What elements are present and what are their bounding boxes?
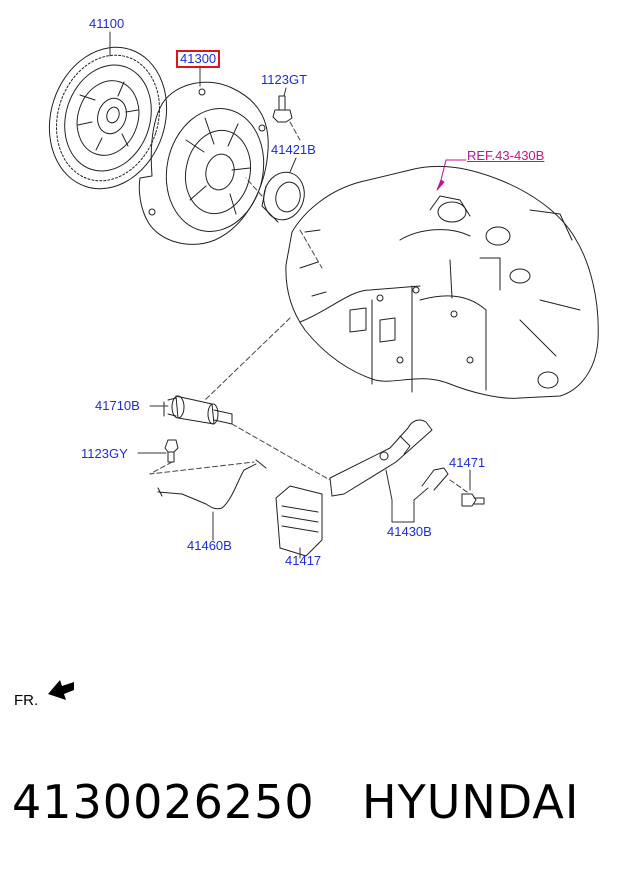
pivot-bolt-part [461,493,485,507]
brand-name: HYUNDAI [362,775,580,829]
front-direction-arrow-icon [48,680,74,700]
clutch-disc-part [48,46,168,190]
callout-41710b: 41710B [95,398,140,413]
ref-leader-line [439,159,467,185]
pressure-plate-part [138,81,269,245]
callout-leader-lines [109,31,471,559]
slave-cylinder-part [163,395,233,425]
release-fork-part [329,419,433,497]
spring-clip-part [421,467,449,491]
callout-1123gt: 1123GT [261,72,308,87]
clutch-hose-part [157,459,267,510]
reference-43-430b: REF.43-430B [467,148,545,163]
callout-41471: 41471 [449,455,486,470]
assembly-guide-lines [149,121,471,495]
callout-41460b: 41460B [187,538,232,553]
callout-1123gy: 1123GY [81,446,128,461]
release-bearing-part [261,171,305,223]
callout-41421b: 41421B [271,142,316,157]
bolt-1123gt-part [272,95,293,123]
bolt-1123gy-part [164,439,179,463]
callout-41100: 41100 [89,16,125,31]
dust-boot-part [275,485,323,557]
transmission-housing-part [285,165,599,399]
callout-41430b: 41430B [387,524,432,539]
front-direction-label: FR. [14,692,39,709]
callout-41300-highlighted: 41300 [176,50,221,68]
callout-41417: 41417 [285,553,322,568]
part-number: 4130026250 [12,775,315,829]
